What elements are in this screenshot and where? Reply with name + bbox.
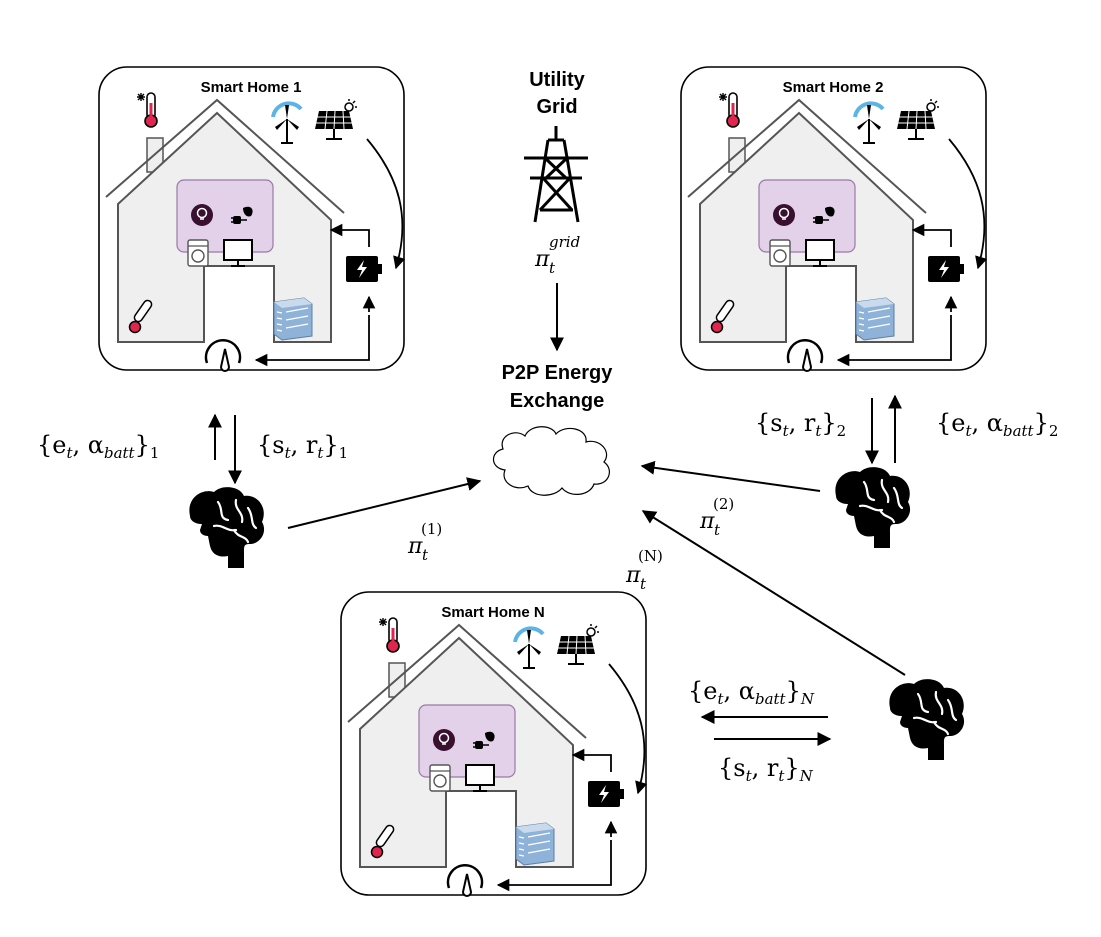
lightbulb-icon [191, 204, 213, 226]
utility-grid-label-line2: Grid [536, 96, 577, 118]
home1-icons [128, 92, 406, 372]
svg-text:(1): (1) [421, 520, 442, 538]
solar-to-battery-arrow [608, 663, 648, 795]
thermostat-snowflake-icon [719, 92, 740, 128]
agent1-price-label: π t (1) [407, 520, 442, 564]
lightbulb-icon [433, 729, 455, 751]
thermostat-snowflake-icon [379, 617, 400, 653]
smart-home-2-title: Smart Home 2 [783, 79, 884, 96]
battery-icon [928, 256, 964, 282]
battery-to-meter-arrow [836, 315, 952, 367]
svg-text:{et, αbatt}1: {et, αbatt}1 [37, 431, 159, 462]
battery-to-house-arrow [571, 748, 612, 772]
agent2-brain-icon [834, 465, 912, 550]
battery-to-meter-arrow [254, 315, 370, 367]
agent1-down-label: {st, rt}1 [257, 431, 348, 462]
battery-to-meter-arrow [496, 840, 612, 892]
smart-home-1: Smart Home 1 [98, 66, 405, 371]
svg-text:(2): (2) [713, 495, 734, 513]
svg-text:t: t [640, 575, 647, 593]
agent2-price-arrow [640, 460, 821, 492]
wind-turbine-icon [271, 101, 303, 144]
svg-text:π: π [407, 534, 423, 559]
monitor-icon [465, 764, 495, 792]
agent2-down-label: {st, rt}2 [755, 409, 846, 440]
svg-text:{et, αbatt}2: {et, αbatt}2 [936, 409, 1058, 440]
thermometer-icon [710, 299, 735, 334]
p2p-exchange-label-line2: Exchange [510, 390, 604, 412]
cloud-icon [492, 426, 610, 496]
agentn-price-arrow [641, 510, 906, 676]
battery-to-house-arrow [329, 223, 370, 247]
solar-to-battery-arrow [948, 138, 988, 270]
homen-icons [370, 617, 648, 897]
agentn-brain-icon [888, 677, 966, 762]
power-meter-icon [446, 864, 484, 897]
wind-turbine-icon [513, 626, 545, 669]
smart-home-1-title: Smart Home 1 [201, 79, 302, 96]
thermometer-icon [128, 299, 153, 334]
storage-unit-icon [855, 297, 895, 341]
monitor-icon [223, 239, 253, 267]
svg-text:π: π [699, 509, 715, 534]
smart-home-2: Smart Home 2 [680, 66, 987, 371]
agent2-up-label: {et, αbatt}2 [936, 409, 1058, 440]
storage-unit-icon [515, 822, 555, 866]
smart-home-n-title: Smart Home N [441, 604, 544, 621]
svg-text:{st, rt}N: {st, rt}N [718, 754, 814, 785]
utility-grid-label-line1: Utility [529, 69, 585, 91]
agentn-down-label: {st, rt}N [718, 754, 814, 785]
washing-machine-icon [187, 239, 209, 267]
svg-text:π: π [534, 247, 550, 272]
home2-icons [710, 92, 988, 372]
agent2-price-label: π t (2) [699, 495, 734, 539]
svg-text:grid: grid [549, 233, 580, 251]
plug-leaf-icon [473, 731, 495, 749]
thermostat-snowflake-icon [137, 92, 158, 128]
battery-icon [588, 781, 624, 807]
thermometer-icon [370, 824, 395, 859]
svg-text:{st, rt}2: {st, rt}2 [755, 409, 846, 440]
svg-text:t: t [422, 546, 429, 564]
svg-text:(N): (N) [638, 547, 663, 565]
solar-panel-icon [315, 99, 357, 140]
solar-to-battery-arrow [366, 138, 406, 270]
transmission-tower-icon [524, 126, 588, 223]
power-meter-icon [786, 339, 824, 372]
grid-price-label: π t grid [534, 233, 580, 277]
agent1-brain-icon [188, 485, 266, 570]
solar-panel-icon [557, 624, 599, 665]
svg-text:{et, αbatt}N: {et, αbatt}N [688, 677, 815, 708]
battery-to-house-arrow [911, 223, 952, 247]
p2p-exchange-label-line1: P2P Energy [502, 362, 614, 384]
washing-machine-icon [429, 764, 451, 792]
svg-text:{st, rt}1: {st, rt}1 [257, 431, 348, 462]
storage-unit-icon [273, 297, 313, 341]
agentn-price-label: π t (N) [625, 547, 663, 593]
agent1-up-label: {et, αbatt}1 [37, 431, 159, 462]
monitor-icon [805, 239, 835, 267]
wind-turbine-icon [853, 101, 885, 144]
smart-home-n: Smart Home N [340, 591, 647, 896]
plug-leaf-icon [813, 206, 835, 224]
agent1-price-arrow [287, 477, 482, 529]
washing-machine-icon [769, 239, 791, 267]
battery-icon [346, 256, 382, 282]
svg-text:π: π [625, 563, 641, 588]
svg-text:t: t [714, 521, 721, 539]
agentn-up-label: {et, αbatt}N [688, 677, 815, 708]
solar-panel-icon [897, 99, 939, 140]
plug-leaf-icon [231, 206, 253, 224]
power-meter-icon [204, 339, 242, 372]
lightbulb-icon [773, 204, 795, 226]
svg-text:t: t [549, 259, 556, 277]
